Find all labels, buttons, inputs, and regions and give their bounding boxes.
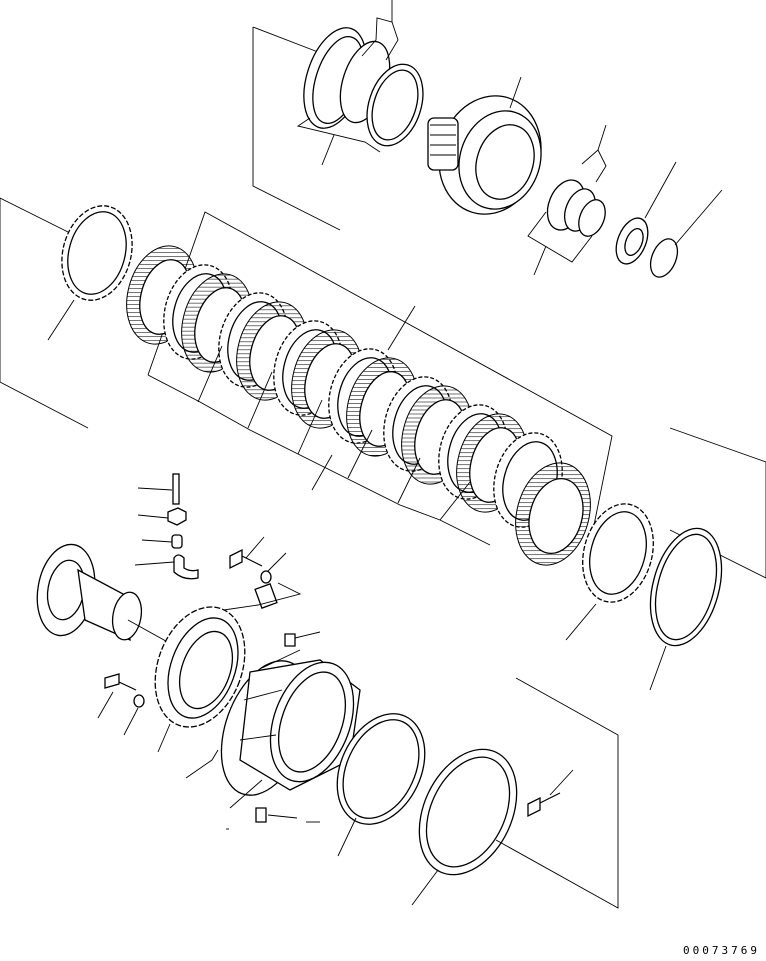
hardware-items — [97, 473, 574, 830]
piston-ring-part — [303, 27, 424, 147]
thrust-washer-part — [649, 527, 723, 691]
bearing-nut-part — [615, 161, 677, 265]
top-assembly-bracket — [252, 26, 341, 231]
snap-ring-part — [649, 189, 723, 278]
drawing-number: 00073769 — [683, 944, 760, 957]
end-plate-toothed-part — [47, 205, 133, 341]
disc-pack-leader-lines — [147, 305, 491, 546]
clutch-disc-8 — [515, 462, 591, 566]
ring-gear-part — [154, 606, 246, 753]
seal-ring-part — [336, 713, 426, 857]
toothed-plate-right-part — [565, 503, 654, 641]
clutch-housing-part — [185, 649, 361, 809]
cover-bracket — [495, 677, 619, 909]
carrier-hub-part — [427, 76, 542, 215]
small-seal-rings-part — [527, 124, 607, 276]
leader-lines-top-left — [296, 0, 399, 166]
output-shaft-part — [36, 543, 183, 651]
clutch-disc-stack — [126, 245, 591, 566]
cover-plate-part — [411, 748, 518, 906]
